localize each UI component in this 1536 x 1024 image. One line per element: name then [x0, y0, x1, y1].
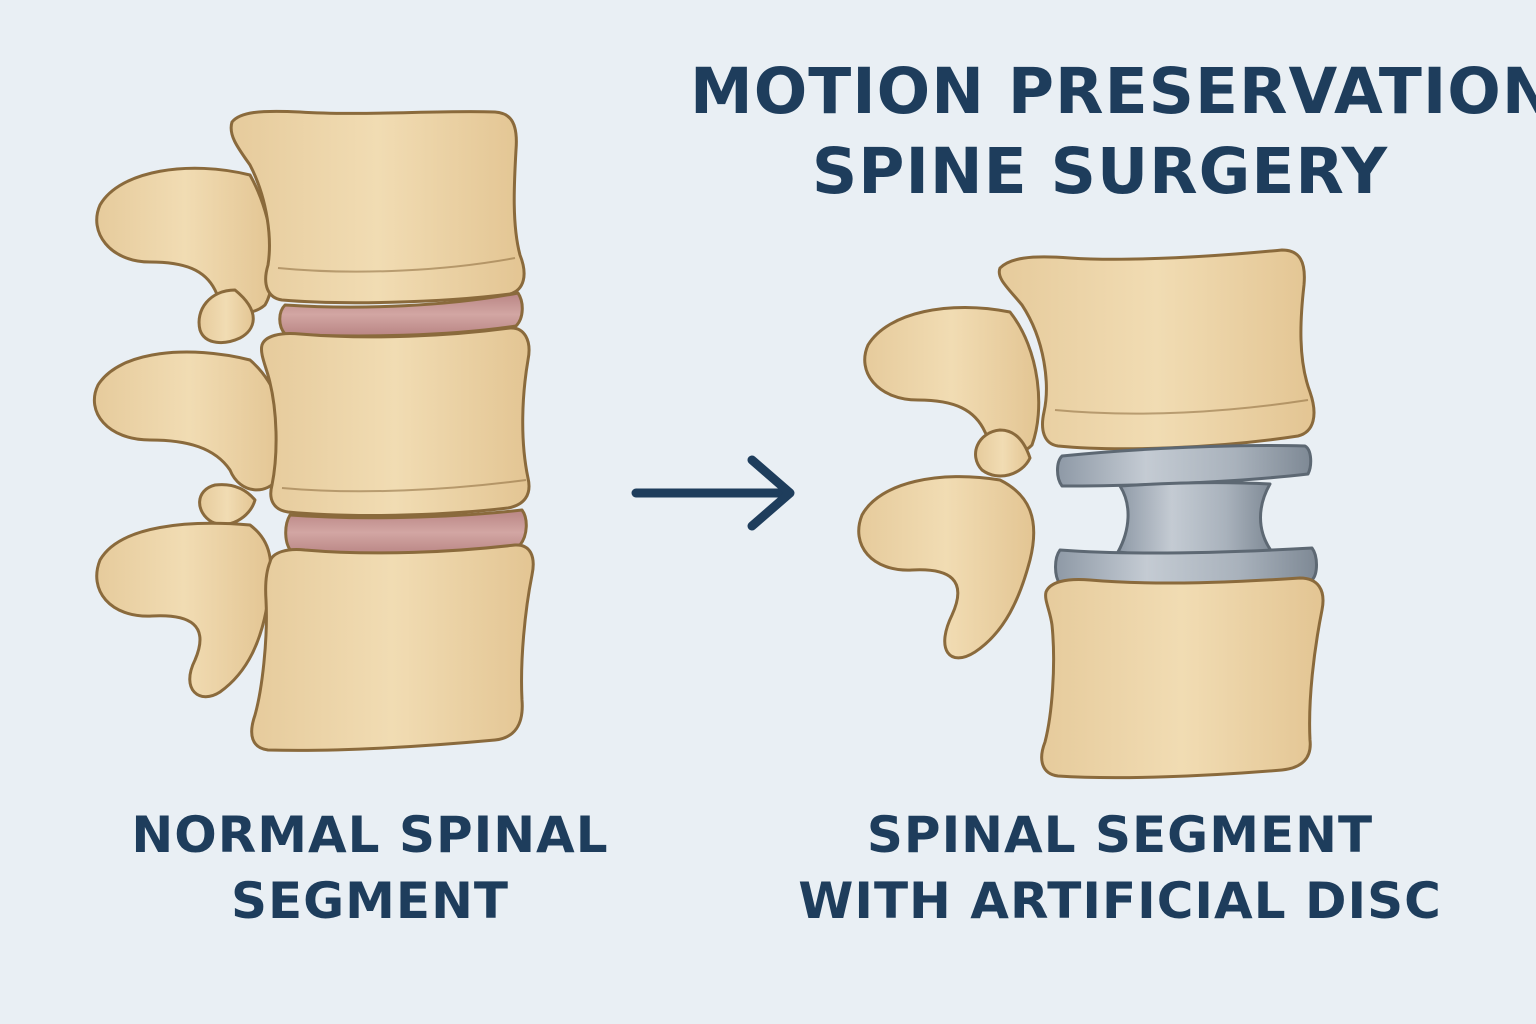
- vertebra-upper-right: [997, 248, 1316, 451]
- posterior-processes-left: [92, 166, 286, 699]
- vertebra-lower-right: [1040, 576, 1325, 780]
- artificial-caption-line-2: WITH ARTIFICIAL DISC: [798, 872, 1442, 930]
- posterior-processes-right: [857, 305, 1041, 660]
- artificial-disc-caption: SPINAL SEGMENT WITH ARTIFICIAL DISC: [790, 802, 1450, 934]
- normal-caption-line-2: SEGMENT: [230, 872, 510, 930]
- title-line-2: SPINE SURGERY: [811, 135, 1389, 208]
- normal-caption-line-1: NORMAL SPINAL: [131, 806, 609, 864]
- artificial-disc-implant: [1054, 443, 1318, 589]
- normal-segment-caption: NORMAL SPINAL SEGMENT: [90, 802, 650, 934]
- normal-spinal-segment: [92, 109, 535, 752]
- arrow-right-icon: [631, 455, 795, 531]
- artificial-disc-segment: [857, 248, 1325, 780]
- title-line-1: MOTION PRESERVATION: [690, 55, 1536, 128]
- diagram-title: MOTION PRESERVATION SPINE SURGERY: [690, 52, 1536, 212]
- vertebra-middle: [260, 326, 531, 517]
- vertebra-top: [229, 109, 526, 305]
- vertebra-bottom: [250, 543, 535, 752]
- artificial-caption-line-1: SPINAL SEGMENT: [866, 806, 1374, 864]
